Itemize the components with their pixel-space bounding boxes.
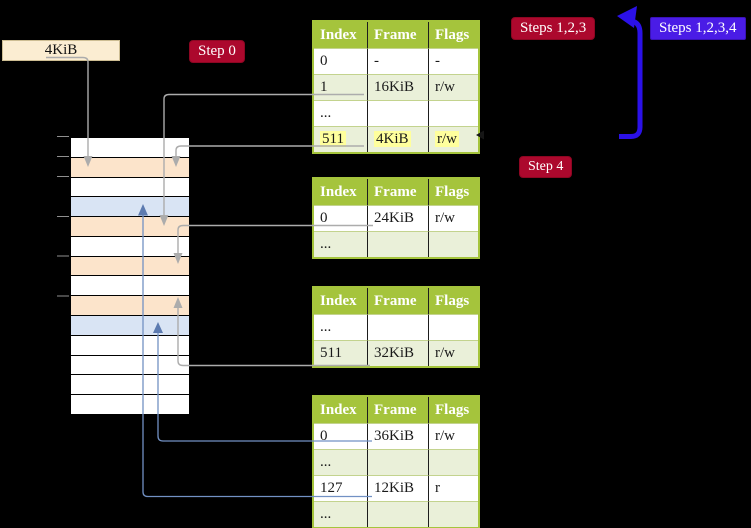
frame-4kib-label: 4KiB [2,40,120,61]
table-cell: 0 [314,48,367,74]
memory-row-white [71,335,189,356]
column-header: Frame [367,22,428,48]
memory-row-blue [71,316,189,336]
memory-row-white [71,395,189,414]
table-cell: 511 [314,126,367,152]
table-cell: 127 [314,475,367,501]
column-header: Frame [367,179,428,205]
table-cell [428,314,478,340]
table-cell: r/w [428,126,478,152]
table-cell [367,231,428,257]
table-cell: 0 [314,423,367,449]
memory-row-white [71,276,189,297]
memory-row-peach [71,256,189,277]
column-header: Flags [428,397,478,423]
table-cell: - [428,48,478,74]
column-header: Frame [367,288,428,314]
table-cell [367,100,428,126]
table-cell [367,449,428,475]
table-cell [367,501,428,527]
highlighted-value: r/w [435,131,459,147]
memory-address-ticks [57,136,69,297]
column-header: Index [314,22,367,48]
physical-memory-column [70,137,190,415]
memory-row-white [71,177,189,198]
table-cell: ... [314,501,367,527]
column-header: Frame [367,397,428,423]
column-header: Index [314,179,367,205]
column-header: Index [314,288,367,314]
highlighted-value: 4KiB [374,131,411,147]
steps-123-badge: Steps 1,2,3 [511,17,596,40]
table-cell: 0 [314,205,367,231]
steps-1234-badge: Steps 1,2,3,4 [650,17,746,40]
highlighted-value: 511 [320,131,346,147]
memory-row-blue [71,197,189,218]
step-0-badge: Step 0 [189,40,245,63]
table-cell: 16KiB [367,74,428,100]
table-cell: 24KiB [367,205,428,231]
table-cell: 36KiB [367,423,428,449]
memory-row-white [71,355,189,376]
memory-row-white [71,138,189,158]
table-cell [367,314,428,340]
table-cell [428,501,478,527]
recursive-loop-arrow [617,6,643,139]
table-cell: 12KiB [367,475,428,501]
table-cell: r/w [428,74,478,100]
table-cell: - [367,48,428,74]
column-header: Flags [428,22,478,48]
memory-row-white [71,375,189,396]
table-cell: 32KiB [367,340,428,366]
table-cell: 4KiB [367,126,428,152]
table-cell: r/w [428,423,478,449]
table-cell: 1 [314,74,367,100]
table-cell: ... [314,314,367,340]
table-cell: ... [314,449,367,475]
memory-row-white [71,236,189,257]
table-cell [428,231,478,257]
table-cell [428,100,478,126]
table-cell: ... [314,231,367,257]
table-cell: ... [314,100,367,126]
memory-row-peach [71,157,189,178]
table-cell: 511 [314,340,367,366]
column-header: Index [314,397,367,423]
table-cell: r/w [428,340,478,366]
memory-row-peach [71,296,189,317]
column-header: Flags [428,288,478,314]
step-4-badge: Step 4 [519,156,573,178]
memory-row-peach [71,217,189,237]
table-cell: r [428,475,478,501]
column-header: Flags [428,179,478,205]
table-cell [428,449,478,475]
table-cell: r/w [428,205,478,231]
